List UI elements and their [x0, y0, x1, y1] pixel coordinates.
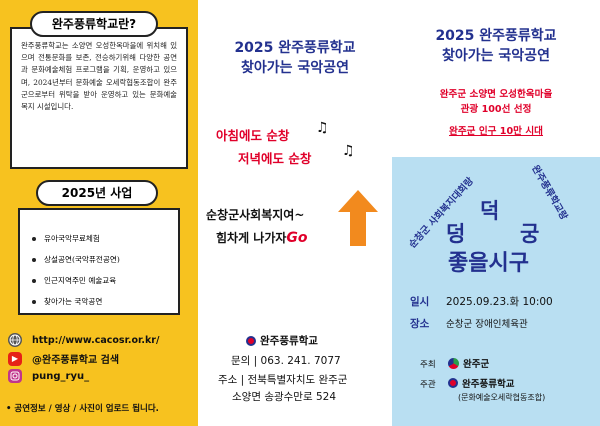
organizer-sub: (문화예술오세락협동조합) — [458, 393, 546, 402]
upload-notice: • 공연정보 / 영상 / 사진이 업로드 됩니다. — [6, 404, 159, 414]
website-row[interactable]: http://www.cacosr.or.kr/ — [8, 333, 159, 347]
host-label: 주최 — [420, 360, 436, 370]
slogan-morning: 아침에도 순창 — [216, 128, 290, 143]
slogan-welfare: 순창군사회복지여~ — [206, 208, 305, 222]
big-word-joeulsigu: 좋을시구 — [448, 251, 529, 276]
bullet-icon — [32, 299, 36, 304]
youtube-link[interactable]: @완주풍류학교 검색 — [32, 355, 120, 366]
date-label: 일시 — [410, 296, 430, 308]
right-sub-1: 완주군 소양면 오성한옥마을 — [439, 89, 553, 100]
mid-title-line2: 찾아가는 국악공연 — [241, 60, 349, 76]
wanju-logo-icon — [448, 357, 459, 369]
event-box — [392, 157, 600, 426]
instagram-row[interactable]: pung_ryu_ — [8, 369, 89, 383]
left-panel: 완주풍류학교는 소양면 오성한옥마을에 위치해 있으며 전통문화를 보존, 전승… — [0, 0, 198, 426]
place-value: 순창군 장애인체육관 — [446, 319, 528, 330]
slogan-evening: 저녁에도 순창 — [238, 151, 312, 166]
bullet-icon — [32, 236, 36, 241]
right-sub-2: 관광 100선 선정 — [460, 104, 532, 115]
school-logo-icon — [246, 335, 256, 346]
music-note-icon: ♫ — [342, 143, 355, 159]
bullet-icon — [32, 278, 36, 283]
globe-icon — [8, 333, 22, 347]
right-sub-3: 완주군 인구 10만 시대 — [449, 126, 543, 137]
list-item: 찾아가는 국악공연 — [32, 291, 168, 312]
place-label: 장소 — [410, 318, 430, 330]
music-note-icon: ♫ — [316, 120, 329, 136]
about-text: 완주풍류학교는 소양면 오성한옥마을에 위치해 있으며 전통문화를 보존, 전승… — [21, 41, 177, 112]
big-word-gung: 궁 — [520, 222, 540, 246]
organizer-label: 주관 — [420, 380, 436, 390]
biz-title: 2025년 사업 — [36, 180, 158, 206]
bullet-icon — [32, 257, 36, 262]
youtube-icon: ▶ — [8, 351, 22, 366]
mid-address-1: 주소 | 전북특별자치도 완주군 — [218, 374, 348, 386]
slogan-forward: 힘차게 나가자Go — [216, 230, 308, 246]
biz-box: 유아국악무료체험 상설공연(국악퓨전공연) 인근지역주민 예술교육 찾아가는 국… — [18, 208, 180, 315]
school-logo-icon — [448, 378, 458, 388]
date-value: 2025.09.23.화 10:00 — [446, 296, 553, 308]
list-item: 인근지역주민 예술교육 — [32, 270, 168, 291]
biz-list: 유아국악무료체험 상설공연(국악퓨전공연) 인근지역주민 예술교육 찾아가는 국… — [20, 210, 178, 312]
website-link[interactable]: http://www.cacosr.or.kr/ — [32, 334, 160, 346]
right-title-line1: 2025 완주풍류학교 — [435, 28, 557, 44]
list-item: 유아국악무료체험 — [32, 228, 168, 249]
about-box: 완주풍류학교는 소양면 오성한옥마을에 위치해 있으며 전통문화를 보존, 전승… — [10, 27, 188, 169]
list-item: 상설공연(국악퓨전공연) — [32, 249, 168, 270]
instagram-icon — [8, 369, 22, 383]
mid-address-2: 소양면 송광수만로 524 — [232, 391, 336, 403]
about-title: 완주풍류학교란? — [30, 11, 158, 37]
mid-phone: 문의 | 063. 241. 7077 — [231, 355, 341, 367]
organizer-row: 완주풍류학교 — [448, 376, 514, 390]
mid-org: 완주풍류학교 — [246, 333, 318, 348]
right-title-line2: 찾아가는 국악공연 — [442, 48, 550, 64]
youtube-row[interactable]: ▶ @완주풍류학교 검색 — [8, 351, 119, 366]
big-word-deok: 덕 — [480, 199, 500, 223]
host-row: 완주군 — [448, 356, 489, 370]
big-word-deong: 덩 — [446, 222, 466, 246]
mid-title-line1: 2025 완주풍류학교 — [234, 40, 356, 56]
go-text: Go — [286, 230, 308, 246]
instagram-link[interactable]: pung_ryu_ — [32, 370, 90, 382]
up-arrow-icon — [338, 190, 378, 246]
